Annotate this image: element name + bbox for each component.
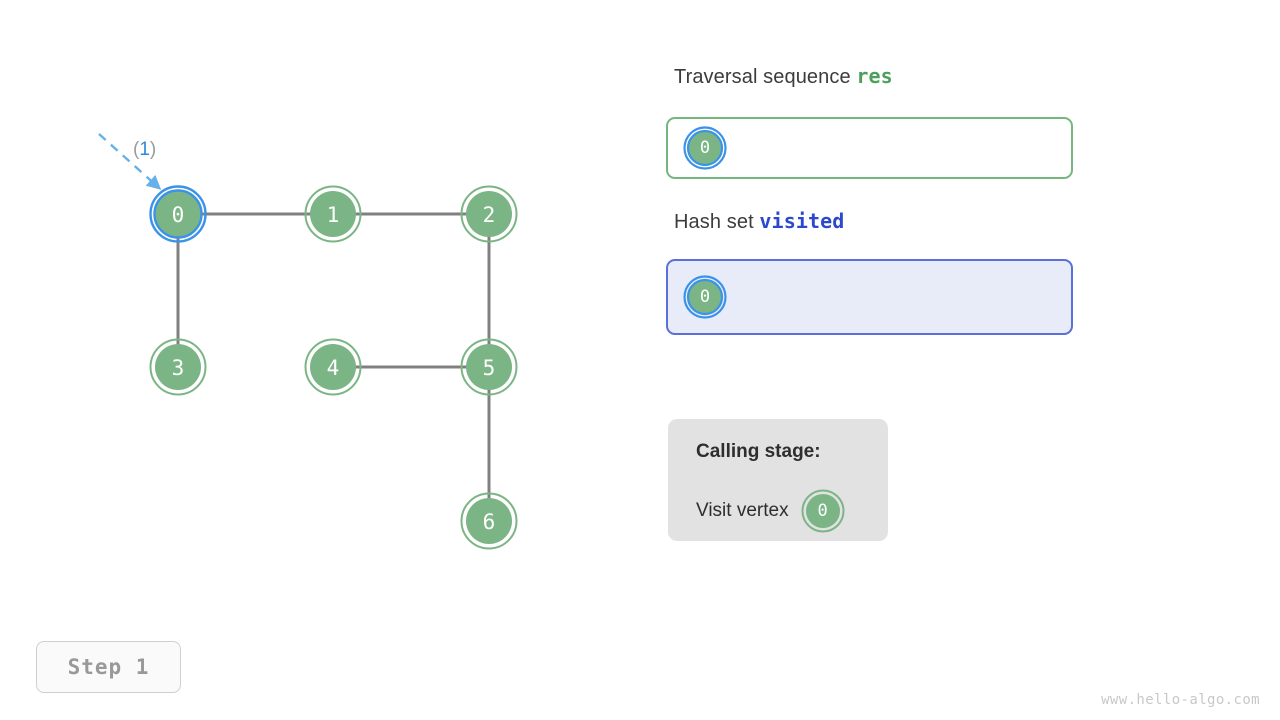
traversal-pointer: (1) bbox=[98, 133, 162, 190]
calling-stage-vertex-chip: 0 bbox=[801, 489, 845, 533]
res-chip-0: 0 bbox=[683, 126, 727, 170]
graph-panel: 0 1 2 3 4 bbox=[98, 133, 518, 550]
graph-canvas: 0 1 2 3 4 bbox=[98, 133, 518, 550]
graph-edges bbox=[176, 212, 491, 521]
calling-stage-body: Visit vertex 0 bbox=[696, 489, 845, 533]
visited-container: 0 bbox=[666, 259, 1073, 335]
visited-title-code: visited bbox=[759, 209, 845, 233]
visited-item-0[interactable]: 0 bbox=[683, 275, 727, 319]
graph-vertex-0[interactable]: 0 bbox=[149, 185, 207, 243]
pointer-label-number: 1 bbox=[139, 139, 150, 160]
pointer-arrow-icon bbox=[98, 133, 162, 190]
graph-vertex-6[interactable]: 6 bbox=[460, 492, 518, 550]
calling-stage-action-text: Visit vertex bbox=[696, 500, 789, 521]
right-panel: Traversal sequence res 0 Hash set visite… bbox=[666, 0, 1280, 720]
pointer-label-close: ) bbox=[150, 139, 156, 160]
res-container: 0 bbox=[666, 117, 1073, 179]
pointer-label: (1) bbox=[133, 139, 156, 160]
graph-vertex-1-label: 1 bbox=[327, 203, 340, 227]
graph-vertex-1[interactable]: 1 bbox=[304, 185, 362, 243]
res-section-title: Traversal sequence res bbox=[674, 64, 893, 89]
watermark: www.hello-algo.com bbox=[1101, 692, 1260, 708]
visited-section-title: Hash set visited bbox=[674, 209, 844, 234]
graph-vertex-3[interactable]: 3 bbox=[149, 338, 207, 396]
step-badge: Step 1 bbox=[36, 641, 181, 693]
visited-chip-0: 0 bbox=[683, 275, 727, 319]
graph-vertex-0-label: 0 bbox=[172, 203, 185, 227]
graph-vertex-2-label: 2 bbox=[483, 203, 496, 227]
calling-stage-heading: Calling stage: bbox=[696, 441, 821, 462]
res-title-prefix: Traversal sequence bbox=[674, 66, 851, 88]
graph-vertices: 0 1 2 3 4 bbox=[149, 185, 518, 550]
calling-stage-card: Calling stage: Visit vertex 0 bbox=[668, 419, 888, 541]
step-badge-label: Step 1 bbox=[67, 655, 150, 679]
graph-vertex-5[interactable]: 5 bbox=[460, 338, 518, 396]
graph-vertex-6-label: 6 bbox=[483, 510, 496, 534]
pointer-label-open: ( bbox=[133, 139, 140, 160]
graph-vertex-3-label: 3 bbox=[172, 356, 185, 380]
res-item-0[interactable]: 0 bbox=[683, 126, 727, 170]
graph-vertex-4[interactable]: 4 bbox=[304, 338, 362, 396]
graph-vertex-5-label: 5 bbox=[483, 356, 496, 380]
graph-vertex-4-label: 4 bbox=[327, 356, 340, 380]
visited-title-prefix: Hash set bbox=[674, 211, 754, 233]
res-title-code: res bbox=[856, 64, 893, 88]
graph-vertex-2[interactable]: 2 bbox=[460, 185, 518, 243]
